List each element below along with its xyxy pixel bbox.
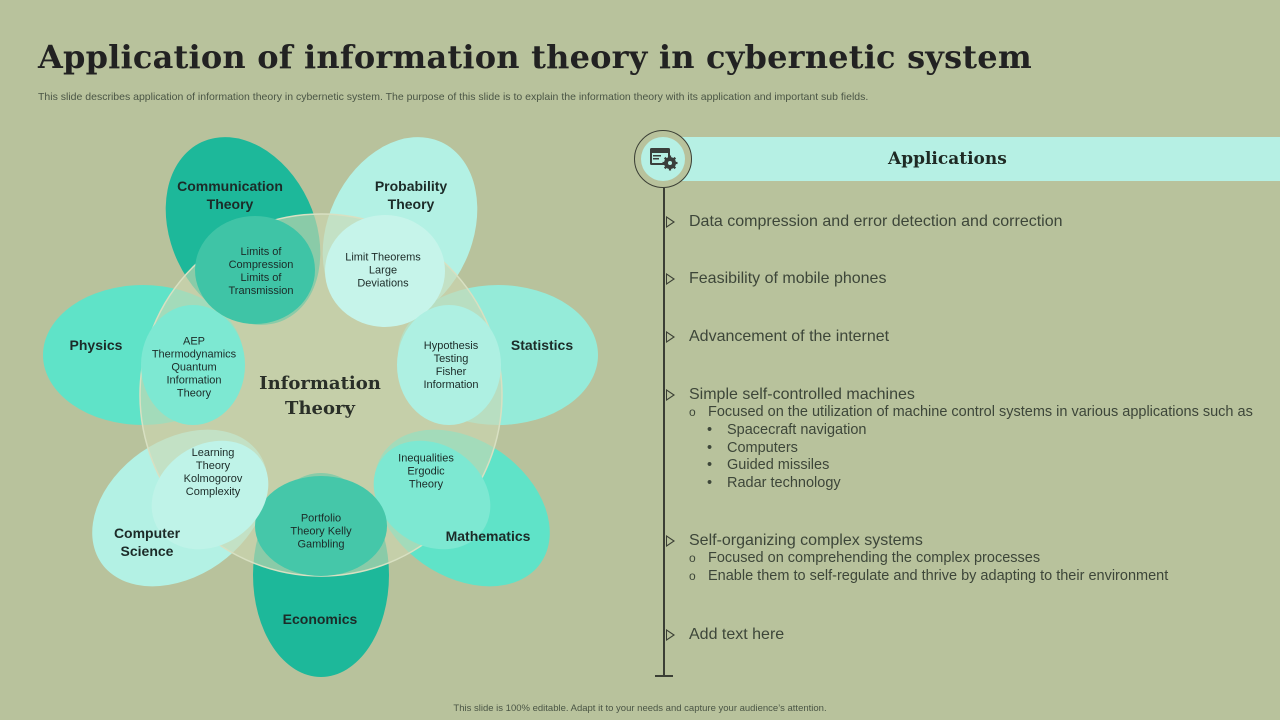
petal-label-communication: Communication Theory [177,178,283,212]
application-item: Advancement of the internet [689,328,890,345]
bullet-marker-icon [666,331,675,343]
overlap-label-probability: Limit Theorems Large Deviations [345,251,421,290]
petal-label-computer-science: Computer Science [113,525,181,559]
overlap-label-statistics: Hypothesis Testing Fisher Information [423,340,479,391]
overlap-label-physics: AEP Thermodynamics Quantum Information T… [151,335,237,400]
overlap-economics [255,476,387,576]
footer-note: This slide is 100% editable. Adapt it to… [453,703,827,714]
page-subtitle: This slide describes application of info… [38,91,869,103]
overlap-statistics [397,305,501,425]
bullet-marker-icon [666,535,675,547]
page-title: Application of information theory in cyb… [38,38,1032,76]
application-item: Add text here [689,626,785,643]
application-bullet: •Radar technology [707,475,841,491]
application-bullet: •Spacecraft navigation [707,422,867,438]
overlap-label-computer-science: Learning Theory Kolmogorov Complexity [183,447,243,498]
overlap-label-mathematics: Inequalities Ergodic Theory [398,452,454,491]
application-item: Self-organizing complex systems [689,532,923,549]
overlap-mathematics [373,440,491,550]
overlap-computer-science [151,440,269,550]
applications-header-bar [664,137,1280,181]
petal-label-physics: Physics [69,337,123,353]
overlap-label-economics: Portfolio Theory Kelly Gambling [290,512,352,551]
overlap-label-communication: Limits of Compression Limits of Transmis… [228,246,294,297]
info-theory-diagram [43,137,598,677]
application-item: Simple self-controlled machines [689,386,915,403]
application-bullet: •Computers [707,440,798,456]
petal-label-mathematics: Mathematics [445,528,531,544]
bullet-marker-icon [666,629,675,641]
application-item: Data compression and error detection and… [689,213,1063,230]
bullet-marker-icon [666,273,675,285]
petal-label-probability: Probability Theory [374,178,448,212]
bullet-marker-icon [666,216,675,228]
timeline-end [655,675,673,677]
overlap-probability [325,215,445,327]
petal-label-statistics: Statistics [510,337,574,353]
browser-settings-icon [650,148,678,171]
application-bullet: •Guided missiles [707,457,830,473]
overlap-communication [195,216,315,324]
bullet-marker-icon [666,389,675,401]
timeline-line [663,188,665,675]
applications-header: Applications [888,149,1007,169]
overlap-physics [141,305,245,425]
application-item: Feasibility of mobile phones [689,270,887,287]
center-label: Information Theory [259,373,381,419]
petal-label-economics: Economics [282,611,358,627]
